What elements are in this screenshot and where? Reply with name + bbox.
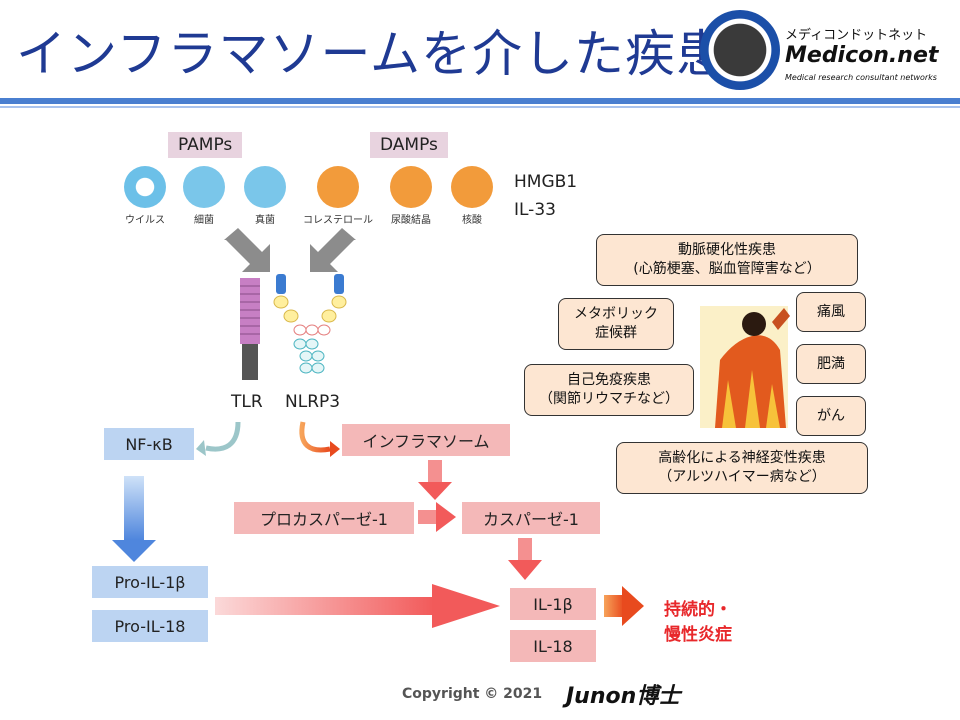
outcome-line-2: 慢性炎症 [664, 624, 732, 645]
outcome-text: 持続的・ 慢性炎症 [664, 598, 732, 647]
nlrp3-label: NLRP3 [285, 392, 341, 412]
disease-metabolic: メタボリック 症候群 [558, 298, 674, 350]
page-title: インフラマソームを介した疾患 [16, 25, 727, 83]
pamp-arrow [224, 228, 270, 272]
header-rule [0, 98, 960, 104]
caspase-box: カスパーゼ-1 [462, 502, 600, 534]
outcome-line-1: 持続的・ [664, 600, 732, 620]
outcome-arrow [604, 586, 644, 626]
procaspase-right-arrow [418, 502, 456, 532]
damp-item-nucleic-acid: 核酸 [462, 215, 482, 226]
il1b-box: IL-1β [510, 588, 596, 620]
disease-autoimmune: 自己免疫疾患 （関節リウマチなど） [524, 364, 694, 416]
disease-arteriosclerosis: 動脈硬化性疾患 (心筋梗塞、脳血管障害など） [596, 234, 858, 286]
disease-metabolic-line2: 症候群 [595, 325, 637, 341]
cholesterol-icon [317, 166, 359, 208]
damp-item-cholesterol: コレステロール [303, 215, 373, 226]
caspase-down-arrow [508, 538, 542, 580]
tlr-curved-arrow [205, 421, 241, 452]
pamp-item-bacteria: 細菌 [194, 215, 214, 226]
virus-icon [124, 166, 166, 208]
disease-neurodegenerative: 高齢化による神経変性疾患 （アルツハイマー病など） [616, 442, 868, 494]
nucleic-acid-icon [451, 166, 493, 208]
logo-name: Medicon.net [785, 43, 939, 68]
inflammasome-box: インフラマソーム [342, 424, 510, 456]
pamp-item-fungus: 真菌 [255, 215, 275, 226]
damp-extra-il33: IL-33 [514, 200, 556, 220]
disease-arteriosclerosis-line1: 動脈硬化性疾患 [678, 242, 776, 259]
tlr-label: TLR [231, 392, 263, 412]
nlrp3-receptor [273, 274, 347, 374]
damps-label: DAMPs [370, 132, 448, 158]
nfkb-down-arrow [112, 476, 156, 562]
pamps-label: PAMPs [168, 132, 243, 158]
pro-il1b-box: Pro-IL-1β [92, 566, 208, 598]
uric-acid-crystal-icon [390, 166, 432, 208]
disease-autoimmune-line1: 自己免疫疾患 [567, 372, 651, 389]
pro-il-long-arrow [215, 584, 500, 628]
disease-autoimmune-line2: （関節リウマチなど） [539, 391, 679, 407]
medicon-logo-icon [700, 10, 780, 90]
disease-metabolic-line1: メタボリック [574, 306, 658, 323]
damp-item-uric-acid: 尿酸結晶 [391, 215, 431, 226]
header-rule-thin [0, 106, 960, 108]
copyright-text: Copyright © 2021 [402, 686, 543, 702]
disease-cancer: がん [796, 396, 866, 436]
disease-obesity: 肥満 [796, 344, 866, 384]
fungus-icon [244, 166, 286, 208]
disease-gout: 痛風 [796, 292, 866, 332]
damp-extra-hmgb1: HMGB1 [514, 172, 578, 192]
pamp-item-virus: ウイルス [125, 215, 165, 226]
author-signature: Junon博士 [566, 684, 681, 709]
disease-neuro-line2: （アルツハイマー病など） [658, 469, 826, 485]
logo-subtitle: Medical research consultant networks [785, 73, 937, 82]
disease-neuro-line1: 高齢化による神経変性疾患 [658, 450, 826, 467]
il18-box: IL-18 [510, 630, 596, 662]
nlrp3-curved-arrow [299, 421, 331, 453]
pro-il18-box: Pro-IL-18 [92, 610, 208, 642]
nfkb-box: NF-κB [104, 428, 194, 460]
procaspase-box: プロカスパーゼ-1 [234, 502, 414, 534]
inflammasome-down-arrow [418, 460, 452, 500]
disease-arteriosclerosis-line2: (心筋梗塞、脳血管障害など） [633, 261, 821, 277]
damp-arrow [310, 228, 356, 272]
logo-kana: メディコンドットネット [785, 28, 928, 43]
bacteria-icon [183, 166, 225, 208]
inflammation-person-illustration [700, 306, 790, 428]
tlr-tail [242, 344, 258, 380]
